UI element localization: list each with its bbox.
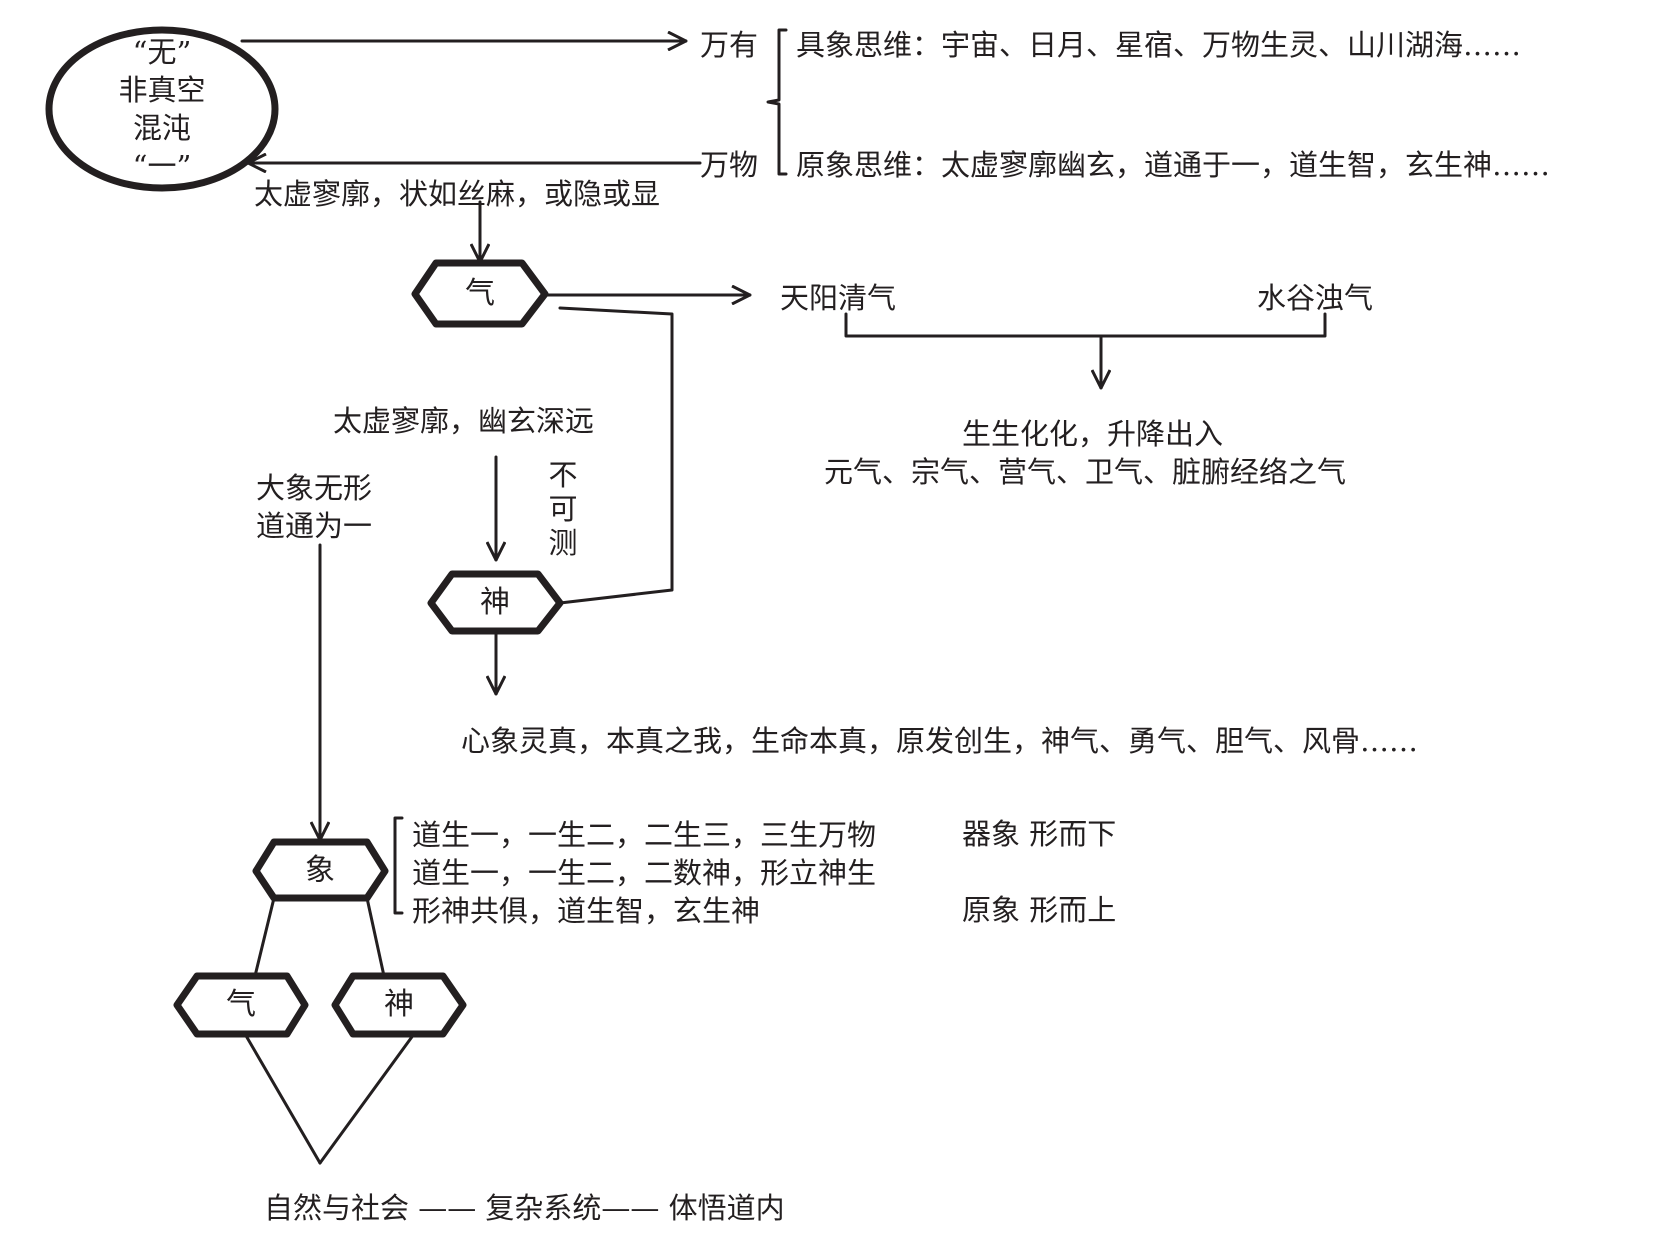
link-xiang-to-shen	[365, 896, 386, 978]
bracket-qi-merge	[844, 312, 1327, 338]
node-qi-bottom: 气	[226, 987, 256, 1022]
origin-line-1: “无”	[132, 35, 192, 69]
link-qi-to-apex	[243, 1032, 322, 1165]
label-wanwu: 万物	[700, 148, 759, 182]
label-dao-block: 道生一，一生二，二生三，三生万物 道生一，一生二，二数神，形立神生 形神共俱，道…	[412, 816, 876, 930]
link-xiang-to-qi	[253, 896, 276, 978]
origin-label: “无” 非真空 混沌 “一”	[92, 33, 232, 185]
label-dao-line-1: 道生一，一生二，二生三，三生万物	[412, 818, 877, 852]
node-xiang: 象	[305, 853, 335, 888]
node-shen-mid-shape	[427, 570, 564, 635]
label-concrete-thinking: 具象思维：宇宙、日月、星宿、万物生灵、山川湖海……	[796, 28, 1522, 62]
label-daxiang-1: 大象无形	[256, 471, 373, 505]
link-shen-to-apex	[318, 1032, 416, 1165]
label-xinxiang: 心象灵真，本真之我，生命本真，原发创生，神气、勇气、胆气、风骨……	[461, 724, 1419, 758]
connector-qi-to-shen	[558, 306, 674, 605]
origin-line-2: 非真空	[118, 73, 206, 107]
node-shen-mid: 神	[480, 585, 510, 620]
node-qi-top-shape	[411, 259, 549, 328]
node-qi-bottom-shape	[173, 972, 309, 1038]
label-taixu-1: 太虚寥廓，状如丝麻，或隐或显	[254, 177, 661, 211]
label-qixiang: 器象 形而下	[962, 817, 1117, 851]
label-dao-line-3: 形神共俱，道生智，玄生神	[412, 894, 761, 928]
node-xiang-shape	[252, 838, 389, 902]
label-unfathomable-1: 不	[548, 458, 578, 492]
label-shuigu-zhuoqi: 水谷浊气	[1257, 281, 1374, 315]
bracket-xiang	[393, 816, 404, 915]
label-qi-types: 元气、宗气、营气、卫气、脏腑经络之气	[824, 455, 1347, 489]
label-taixu-2: 太虚寥廓，幽玄深远	[333, 404, 595, 438]
origin-line-3: 混沌	[132, 111, 191, 145]
label-unfathomable-2: 可	[548, 492, 578, 526]
label-daxiang: 大象无形 道通为一	[256, 469, 372, 545]
label-bottom-system: 自然与社会 —— 复杂系统—— 体悟道内	[264, 1191, 785, 1225]
bracket-thinking	[766, 28, 788, 176]
label-daxiang-2: 道通为一	[256, 509, 373, 543]
label-tianyang-qingqi: 天阳清气	[780, 281, 897, 315]
label-unfathomable-3: 测	[548, 526, 578, 560]
label-yuanxiang-short: 原象 形而上	[962, 893, 1117, 927]
origin-line-4: “一”	[132, 149, 192, 183]
node-shen-bottom-shape	[331, 972, 467, 1038]
label-shengsheng-huahua: 生生化化，升降出入	[962, 417, 1224, 451]
label-wanyou: 万有	[700, 28, 759, 62]
node-qi-top: 气	[465, 276, 495, 311]
node-shen-bottom: 神	[384, 987, 414, 1022]
label-unfathomable: 不 可 测	[543, 458, 583, 560]
origin-ellipse	[45, 26, 279, 192]
label-original-thinking: 原象思维：太虚寥廓幽玄，道通于一，道生智，玄生神……	[796, 148, 1551, 182]
label-dao-line-2: 道生一，一生二，二数神，形立神生	[412, 856, 877, 890]
